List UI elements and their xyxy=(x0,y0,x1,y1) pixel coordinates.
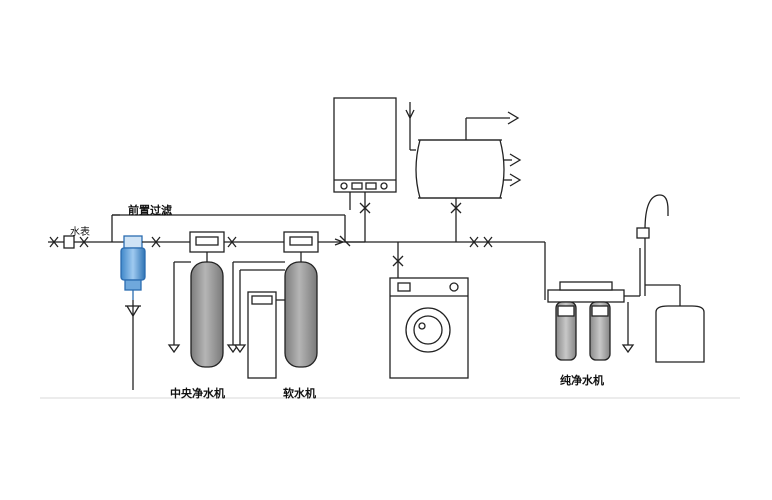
wall-boiler xyxy=(333,97,397,243)
water-heater-tank xyxy=(405,102,522,242)
softener xyxy=(226,231,319,379)
ro-purifier xyxy=(547,281,640,361)
pre-filter-label: 前置过滤 xyxy=(128,204,172,217)
washing-machine xyxy=(389,242,469,379)
water-meter-box xyxy=(63,235,89,249)
water-meter-label: 水表 xyxy=(70,227,90,238)
ro-purifier-label: 纯净水机 xyxy=(560,374,604,387)
ro-faucet xyxy=(636,194,681,310)
ro-pressure-tank xyxy=(655,305,705,363)
prefilter-bypass-pipe xyxy=(111,214,351,247)
central-purifier xyxy=(167,231,225,368)
central-purifier-label: 中央净水机 xyxy=(170,387,225,400)
softener-label: 软水机 xyxy=(283,387,316,400)
inlet-pipe xyxy=(48,236,124,248)
prefilter-unit xyxy=(120,235,146,390)
